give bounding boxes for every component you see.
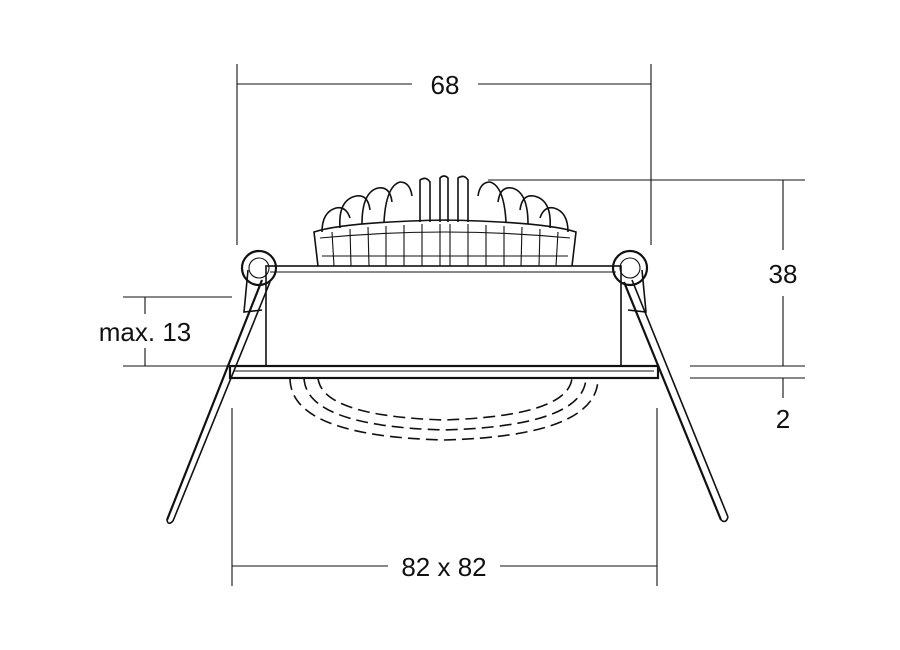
heat-sink-ring bbox=[313, 219, 577, 267]
spring-arm-right-tip bbox=[720, 516, 729, 523]
spring-arm-right-outer bbox=[622, 281, 723, 521]
lamp-arc-innermost bbox=[317, 377, 573, 421]
heat-sink-fins bbox=[321, 175, 569, 233]
spring-hook-left bbox=[243, 269, 263, 313]
lamp-arc-inner bbox=[303, 377, 587, 431]
spring-coil-right bbox=[611, 249, 649, 287]
spring-clip-right bbox=[611, 249, 729, 523]
trim-plate bbox=[228, 364, 660, 380]
heat-sink-ribs bbox=[331, 224, 559, 267]
spring-arm-left-inner bbox=[172, 281, 271, 522]
top-width-label: 68 bbox=[431, 70, 460, 100]
housing bbox=[265, 265, 622, 367]
swivel-lamp-outline bbox=[289, 377, 599, 441]
heat-sink bbox=[313, 175, 577, 267]
lamp-arc-outer bbox=[289, 377, 599, 441]
dimension-plate: 2 bbox=[690, 365, 805, 434]
dimension-max-ceiling: max. 13 bbox=[99, 296, 232, 367]
plate-thickness-label: 2 bbox=[776, 404, 790, 434]
trim-plate-rect bbox=[228, 364, 660, 380]
spring-hook-right bbox=[627, 269, 647, 313]
dimension-cutout: 82 x 82 bbox=[231, 408, 658, 586]
housing-body bbox=[265, 265, 622, 367]
dimension-height: 38 bbox=[488, 179, 805, 366]
spring-clip-left bbox=[165, 249, 278, 525]
dimension-top-width: 68 bbox=[236, 64, 652, 245]
max-ceiling-label: max. 13 bbox=[99, 317, 192, 347]
spring-arm-left-outer bbox=[165, 279, 264, 521]
heat-sink-ring-inner bbox=[319, 231, 571, 239]
spring-arm-left-tip bbox=[166, 519, 174, 525]
spring-coil-left-inner bbox=[248, 257, 270, 279]
spring-coil-right-inner bbox=[619, 257, 641, 279]
spring-arm-right-inner bbox=[631, 279, 729, 518]
cutout-label: 82 x 82 bbox=[401, 552, 486, 582]
height-label: 38 bbox=[769, 259, 798, 289]
